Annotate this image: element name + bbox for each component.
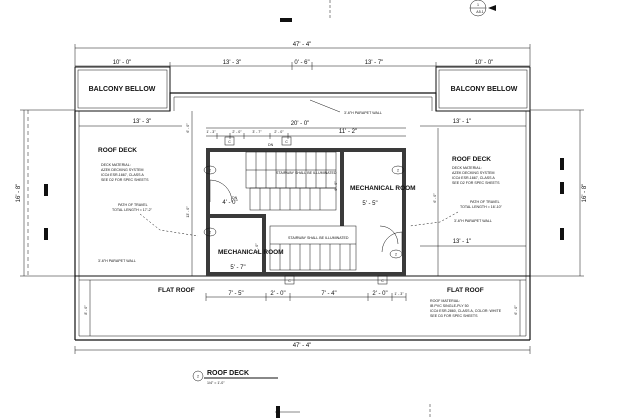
dim-deck-right-lower: 13' - 1" xyxy=(453,239,472,245)
roof-material-1: ROOF MATERIAL: xyxy=(430,299,460,303)
window-tag-b: C xyxy=(281,136,292,146)
door-tag-2: 2 xyxy=(391,165,405,175)
mech-room-right: MECHANICAL ROOM xyxy=(350,185,416,192)
sheet-ref-bubble: 1 A5.1 xyxy=(469,0,496,17)
stairway-note-2: STAIRWAY SHALL BE ILLUMINATED xyxy=(288,236,349,240)
view-title: 2 ROOF DECK 1/4" = 1'-0" xyxy=(192,370,278,385)
roof-material-4: SEE D3 FOR SPEC SHEETS xyxy=(430,314,478,318)
view-title-text: ROOF DECK xyxy=(207,370,249,377)
parapet-left-note: 3'-6"H PARAPET WALL xyxy=(98,259,136,263)
dim-bottom-right-vertical: 6' - 0" xyxy=(514,305,518,315)
roof-material-3: ICC# ESR-2860, CLASS A, COLOR: WHITE xyxy=(430,309,502,313)
deck-note-left-4: SEE D2 FOR SPEC SHEETS xyxy=(101,178,149,182)
dim-lower-b: 2' - 0" xyxy=(270,291,285,297)
dim-lower-c: 7' - 4" xyxy=(321,291,336,297)
dim-mech-left-height: 6' - 0" xyxy=(255,243,259,253)
stair-core xyxy=(206,148,406,276)
deck-note-right-4: SEE D2 FOR SPEC SHEETS xyxy=(452,181,500,185)
dim-right-inner: 6' - 0" xyxy=(433,193,437,203)
deck-note-left-2: AZEK DECKING SYSTEM xyxy=(101,168,144,172)
grid-mark-right-1 xyxy=(560,158,564,170)
dim-mech-left-width: 5' - 7" xyxy=(230,265,245,271)
deck-note-left-1: DECK MATERIAL: xyxy=(101,163,131,167)
roof-deck-left-label: ROOF DECK xyxy=(98,147,137,154)
mech-room-left: MECHANICAL ROOM xyxy=(218,249,284,256)
dim-stair-d: 2' - 0" xyxy=(274,130,284,134)
dim-lower-a: 7' - 5" xyxy=(228,291,243,297)
dim-overall-top: 47' - 4" xyxy=(293,42,312,48)
dim-top-mid-right: 13' - 7" xyxy=(365,60,384,66)
dim-top-mid-left: 13' - 3" xyxy=(223,60,242,66)
roof-deck-right-label: ROOF DECK xyxy=(452,156,491,163)
door-tag-3: 2 xyxy=(203,227,217,237)
section-mark-top xyxy=(280,18,292,22)
parapet-right-note: 3'-6"H PARAPET WALL xyxy=(454,219,492,223)
travel-right-1: PATH OF TRAVEL xyxy=(470,200,500,204)
dim-center-right: 11' - 2" xyxy=(339,129,357,135)
svg-text:2: 2 xyxy=(397,169,399,173)
svg-text:2: 2 xyxy=(395,253,397,257)
balcony-left-label: BALCONY BELLOW xyxy=(89,86,156,93)
dim-right-vertical: 16' - 8" xyxy=(582,184,588,203)
dim-mech-right-width: 5' - 5" xyxy=(362,201,377,207)
flat-roof-left-label: FLAT ROOF xyxy=(158,287,195,294)
dim-top-left: 10' - 0" xyxy=(113,60,132,66)
dim-left-mid: 13' - 0" xyxy=(186,206,190,218)
balcony-right-label: BALCONY BELLOW xyxy=(451,86,518,93)
dim-bottom-left-vertical: 8' - 0" xyxy=(84,305,88,315)
dim-stair-c: 3' - 7" xyxy=(252,130,262,134)
roof-material-2: IB PVC SINGLE-PLY 50 xyxy=(430,304,469,308)
dim-stair-b: 2' - 0" xyxy=(232,130,242,134)
dim-left-vertical: 16' - 8" xyxy=(16,184,22,203)
dim-lower-e: 1' - 3" xyxy=(394,292,404,296)
travel-right-2: TOTAL LENGTH = 16'-10" xyxy=(460,205,503,209)
window-tag-d: C xyxy=(377,275,388,285)
grid-mark-left-1 xyxy=(44,184,48,196)
door-tag-1: 2 xyxy=(203,165,217,175)
grid-mark-right-2 xyxy=(560,182,564,194)
svg-text:C: C xyxy=(228,140,231,144)
sheet-ref-label: A5.1 xyxy=(476,10,483,14)
deck-note-right-3: ICC# ESR-1667, CLASS A xyxy=(452,176,495,180)
deck-note-left-3: ICC# ESR-1667, CLASS A xyxy=(101,173,144,177)
dim-top-center: 0' - 6" xyxy=(294,60,309,66)
dim-deck-left: 13' - 3" xyxy=(133,119,152,125)
svg-text:C: C xyxy=(288,279,291,283)
travel-left-1: PATH OF TRAVEL xyxy=(118,203,148,207)
window-tag-c: C xyxy=(284,275,295,285)
dim-stair-a: 1' - 3" xyxy=(206,130,216,134)
door-tag-4: 2 xyxy=(389,249,403,259)
dim-left-inner: 6' - 0" xyxy=(186,123,190,133)
svg-text:C: C xyxy=(285,140,288,144)
grid-mark-left-2 xyxy=(44,228,48,240)
sheet-ref-top: 1 xyxy=(477,3,479,7)
dim-deck-right: 13' - 1" xyxy=(453,119,472,125)
dim-center-width: 20' - 0" xyxy=(291,121,310,127)
dim-top-right: 10' - 0" xyxy=(475,60,494,66)
view-scale: 1/4" = 1'-0" xyxy=(207,381,225,385)
travel-left-2: TOTAL LENGTH = 17'-2" xyxy=(112,208,153,212)
dn-label-2: DN xyxy=(268,143,274,147)
parapet-top-note: 3'-6"H PARAPET WALL xyxy=(344,111,382,115)
svg-text:2: 2 xyxy=(209,169,211,173)
dim-overall-bottom: 47' - 4" xyxy=(293,343,312,349)
dn-label-1: DN xyxy=(232,196,238,200)
deck-note-right-1: DECK MATERIAL: xyxy=(452,166,482,170)
window-tag-a: C xyxy=(224,136,235,146)
svg-text:C: C xyxy=(381,279,384,283)
dim-lower-d: 2' - 0" xyxy=(372,291,387,297)
grid-mark-right-3 xyxy=(560,228,564,240)
stairway-note-1: STAIRWAY SHALL BE ILLUMINATED xyxy=(276,171,337,175)
view-number: 2 xyxy=(197,375,199,379)
svg-text:2: 2 xyxy=(209,231,211,235)
deck-note-right-2: AZEK DECKING SYSTEM xyxy=(452,171,495,175)
dim-corridor: 4' - 0" xyxy=(222,200,237,206)
flat-roof-right-label: FLAT ROOF xyxy=(447,287,484,294)
dim-mech-right-height: 6' - 0" xyxy=(334,181,338,191)
